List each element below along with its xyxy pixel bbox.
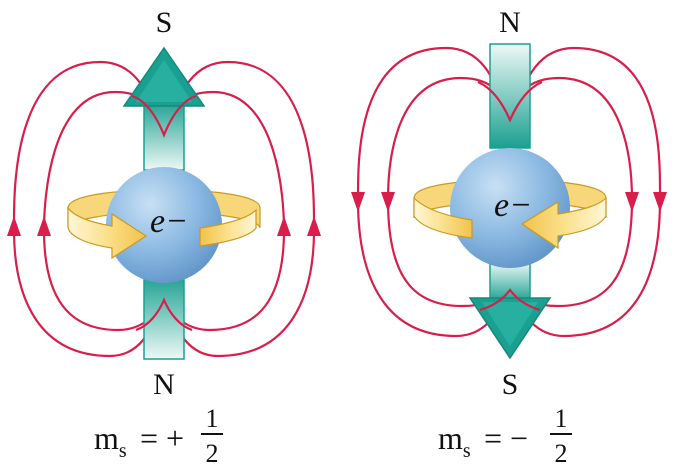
left-top-pole: S [156,6,173,39]
right-spin-arrow [413,196,607,250]
left-ms-sign: = + [140,420,184,456]
svg-text:ms: ms [438,420,471,462]
right-ms-symbol: m [438,420,463,456]
right-field-arrowheads [351,192,667,212]
right-ms-sign: = − [484,420,528,456]
left-electron-sphere [106,167,222,283]
right-top-pole: N [499,6,521,39]
left-ms-subscript: s [119,440,127,462]
left-field-arrowheads [7,216,321,236]
left-electron-label: e− [150,203,188,240]
right-bottom-pole: S [502,368,519,401]
svg-text:ms: ms [94,420,127,462]
left-ms-denominator: 2 [206,439,219,468]
left-field-lines-front [131,94,197,332]
left-bottom-pole: N [153,368,175,401]
right-panel: e− N S ms = − 1 2 [351,6,667,468]
left-ms-symbol: m [94,420,119,456]
left-spin-arrow [67,206,257,260]
right-ms-denominator: 2 [555,439,568,468]
right-field-lines-front [477,80,543,312]
right-electron-sphere [450,148,570,268]
right-ms-numerator: 1 [555,404,568,433]
left-ms-numerator: 1 [206,404,219,433]
right-ms-subscript: s [463,440,471,462]
left-ms-label: ms = + 1 2 [94,404,223,468]
left-panel: e− S N ms = + 1 2 [7,6,321,468]
right-ms-label: ms = − 1 2 [438,404,572,468]
right-electron-label: e− [494,187,532,224]
